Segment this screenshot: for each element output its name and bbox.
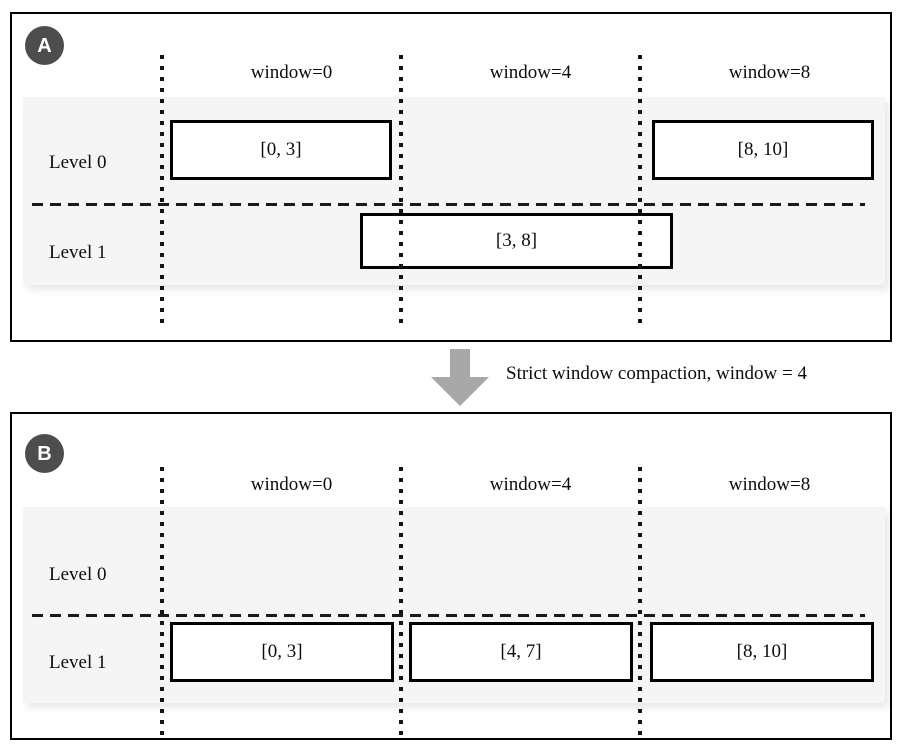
interval-box-4-7[interactable]: [4, 7]	[409, 622, 633, 682]
column-divider-2	[638, 55, 642, 327]
panel-a: A window=0 window=4 window=8 Level 0 Lev…	[10, 12, 892, 342]
column-label-window-0: window=0	[250, 62, 333, 83]
row-label-level-1: Level 1	[49, 242, 107, 263]
column-divider-1	[399, 467, 403, 739]
down-arrow-icon	[431, 349, 489, 406]
column-label-window-8: window=8	[728, 474, 811, 495]
panel-b-badge: B	[25, 434, 64, 473]
interval-box-8-10[interactable]: [8, 10]	[652, 120, 874, 180]
interval-box-0-3[interactable]: [0, 3]	[170, 622, 394, 682]
column-label-window-4: window=4	[489, 62, 572, 83]
column-divider-0	[160, 467, 164, 739]
column-label-window-0: window=0	[250, 474, 333, 495]
column-divider-2	[638, 467, 642, 739]
column-divider-1	[399, 55, 403, 327]
panel-b: B window=0 window=4 window=8 Level 0 Lev…	[10, 412, 892, 740]
interval-box-0-3[interactable]: [0, 3]	[170, 120, 392, 180]
transition-caption: Strict window compaction, window = 4	[506, 363, 807, 384]
row-label-level-1: Level 1	[49, 652, 107, 673]
level-separator-dashed	[32, 203, 865, 206]
column-label-window-4: window=4	[489, 474, 572, 495]
column-label-window-8: window=8	[728, 62, 811, 83]
column-divider-0	[160, 55, 164, 327]
interval-box-3-8[interactable]: [3, 8]	[360, 213, 673, 269]
panel-a-badge: A	[25, 26, 64, 65]
level-separator-dashed	[32, 614, 865, 617]
row-label-level-0: Level 0	[49, 152, 107, 173]
row-label-level-0: Level 0	[49, 564, 107, 585]
interval-box-8-10[interactable]: [8, 10]	[650, 622, 874, 682]
